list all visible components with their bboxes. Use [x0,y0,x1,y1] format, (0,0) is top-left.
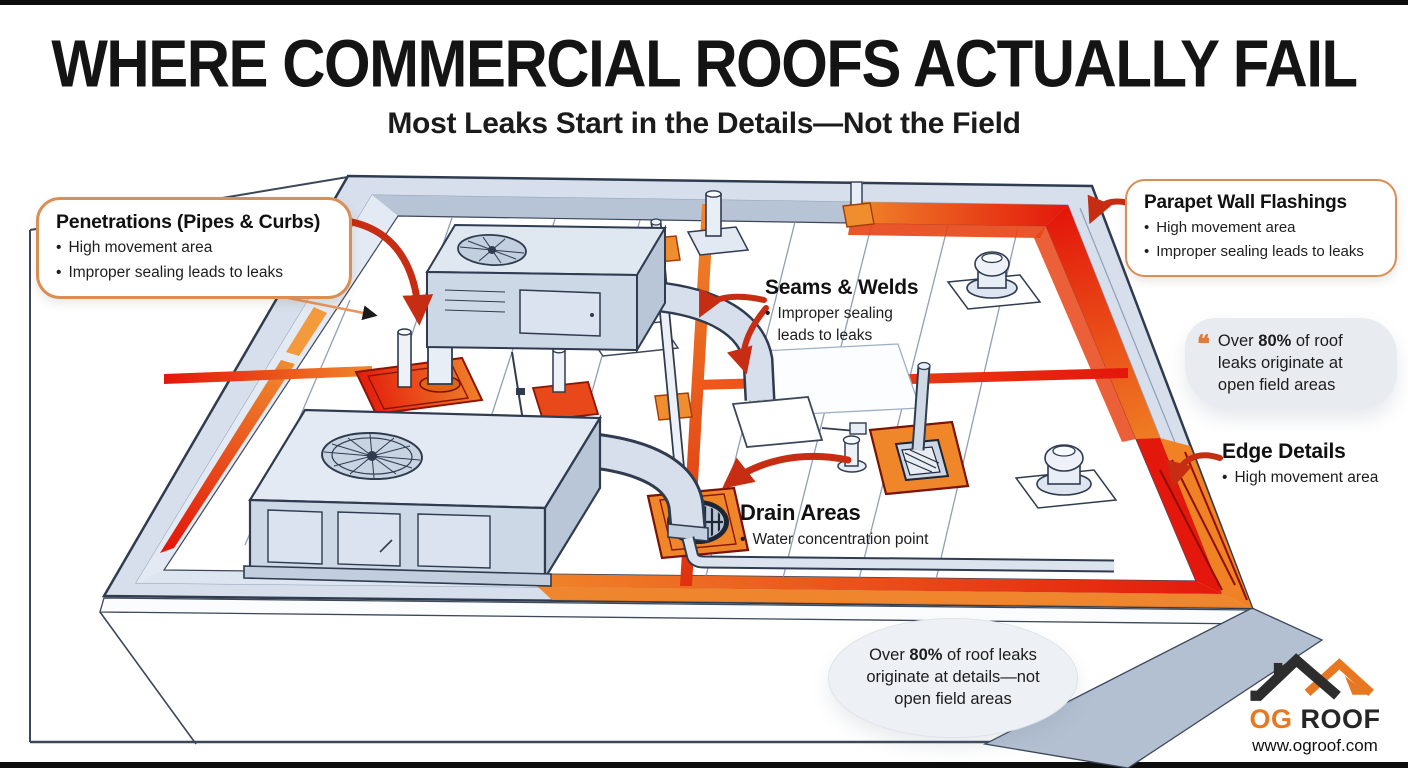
bullet-icon: • [56,239,62,256]
label-seams-title: Seams & Welds [765,276,919,299]
callout-penetrations: Penetrations (Pipes & Curbs) • High move… [36,197,352,299]
label-drains: Drain Areas • Water concentration point [740,500,970,551]
seams-arrow-down [726,305,769,375]
callout-parapet-title: Parapet Wall Flashings [1144,192,1347,213]
bullet-icon: • [740,531,746,548]
penetration-square-small [531,346,600,421]
hvac-unit-2 [243,408,1115,587]
label-seams: Seams & Welds • Improper sealing leads t… [765,276,935,347]
quote-text-after: of roof leaks originate at open field ar… [1217,332,1343,394]
left-parapet-orange-stripe [286,307,327,356]
stat-bubble-before: Over [869,646,910,665]
header: WHERE COMMERCIAL ROOFS ACTUALLY FAIL Mos… [0,26,1408,141]
callout-parapet-bullet: • Improper sealing leads to leaks [1144,241,1378,262]
label-drains-bullet: • Water concentration point [740,529,970,551]
bullet-text: Water concentration point [752,531,929,548]
pipe-flange-top [686,190,750,256]
label-drains-title: Drain Areas [740,500,861,525]
stat-bubble: Over 80% of roof leaks originate at deta… [828,618,1078,738]
label-edge-title: Edge Details [1222,440,1346,463]
top-border-bar [0,0,1408,5]
label-edge-bullet: • High movement area [1222,467,1408,489]
bullet-icon: • [1144,219,1150,236]
bullet-text: High movement area [1234,469,1379,486]
quote-text-before: Over [1217,332,1259,350]
parapet-flashing [160,202,1160,553]
callout-parapet-bullet: • High movement area [1144,217,1378,238]
shadow-wall [982,607,1324,768]
label-edge: Edge Details • High movement area [1222,440,1408,489]
hvac-unit-1 [425,223,867,453]
seams-arrow-left [699,288,767,318]
vent-cap-1 [946,251,1042,310]
bottom-border-bar [0,762,1408,768]
bullet-icon: • [1144,243,1150,261]
callout-penetrations-bullet: • Improper sealing leads to leaks [56,262,332,284]
callout-parapet: Parapet Wall Flashings • High movement a… [1125,179,1397,277]
bullet-icon: • [56,264,62,281]
seam-left-horizontal [164,366,372,384]
bullet-icon: • [1222,469,1228,486]
pipe-bracket-top-right [842,181,875,228]
page-title: WHERE COMMERCIAL ROOFS ACTUALLY FAIL [51,27,1358,102]
brand-website: www.ogroof.com [1252,736,1378,755]
drain-square [868,361,970,496]
duct-curb [731,396,824,448]
bullet-text: Improper sealing leads to leaks [1156,243,1364,261]
roof-logo-icon [1250,653,1374,701]
brand-name-secondary: ROOF [1300,704,1381,734]
bullet-text: High movement area [1156,219,1296,236]
bullet-icon: • [765,305,771,322]
stat-bubble-after: of roof leaks originate at details—not o… [866,646,1040,708]
brand-block: OG ROOF www.ogroof.com [1240,648,1390,756]
callout-arrows [256,194,1223,489]
vent-cap-2 [1014,444,1118,509]
brand-name: OG ROOF [1249,706,1380,733]
callout-penetrations-title: Penetrations (Pipes & Curbs) [56,211,321,233]
edge-arrow [1166,452,1223,489]
penetrations-arrow [336,216,434,326]
left-parapet-red-stripe [160,360,295,553]
stat-bubble-text: Over 80% of roof leaks originate at deta… [829,645,1077,710]
page-subtitle: Most Leaks Start in the Details—Not the … [387,107,1021,140]
bullet-text: Improper sealing leads to leaks [68,264,283,281]
bullet-text: Improper sealing leads to leaks [777,305,893,344]
quote-stat: 80% [1258,332,1292,350]
brand-name-primary: OG [1249,704,1293,734]
stat-bubble-stat: 80% [909,646,943,665]
quote-text: Over 80% of roof leaks originate at open… [1218,331,1383,396]
label-seams-bullet: • Improper sealing leads to leaks [765,303,915,347]
quote-bubble: ❝ Over 80% of roof leaks originate at op… [1185,318,1397,410]
drain-arrow [721,452,852,489]
bullet-text: High movement area [68,239,213,256]
callout-penetrations-bullet: • High movement area [56,237,332,259]
quote-mark-icon: ❝ [1197,331,1210,358]
